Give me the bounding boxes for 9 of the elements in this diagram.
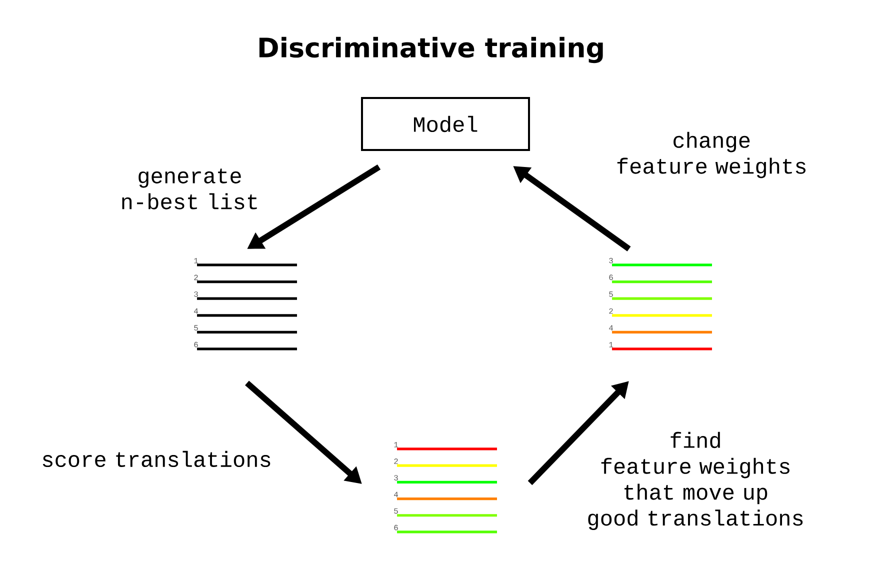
edge-label: change feature weights	[617, 132, 806, 178]
ranked-list	[609, 258, 712, 350]
edge-label: find feature weights that move up good translations	[588, 432, 803, 530]
edge-label: generate n-best list	[122, 168, 257, 210]
title: Discriminative training	[259, 36, 603, 64]
ranked-list	[394, 442, 497, 534]
ranked-list	[194, 258, 297, 350]
model-box: Model	[361, 96, 530, 151]
edge-label: score translations	[42, 450, 270, 468]
